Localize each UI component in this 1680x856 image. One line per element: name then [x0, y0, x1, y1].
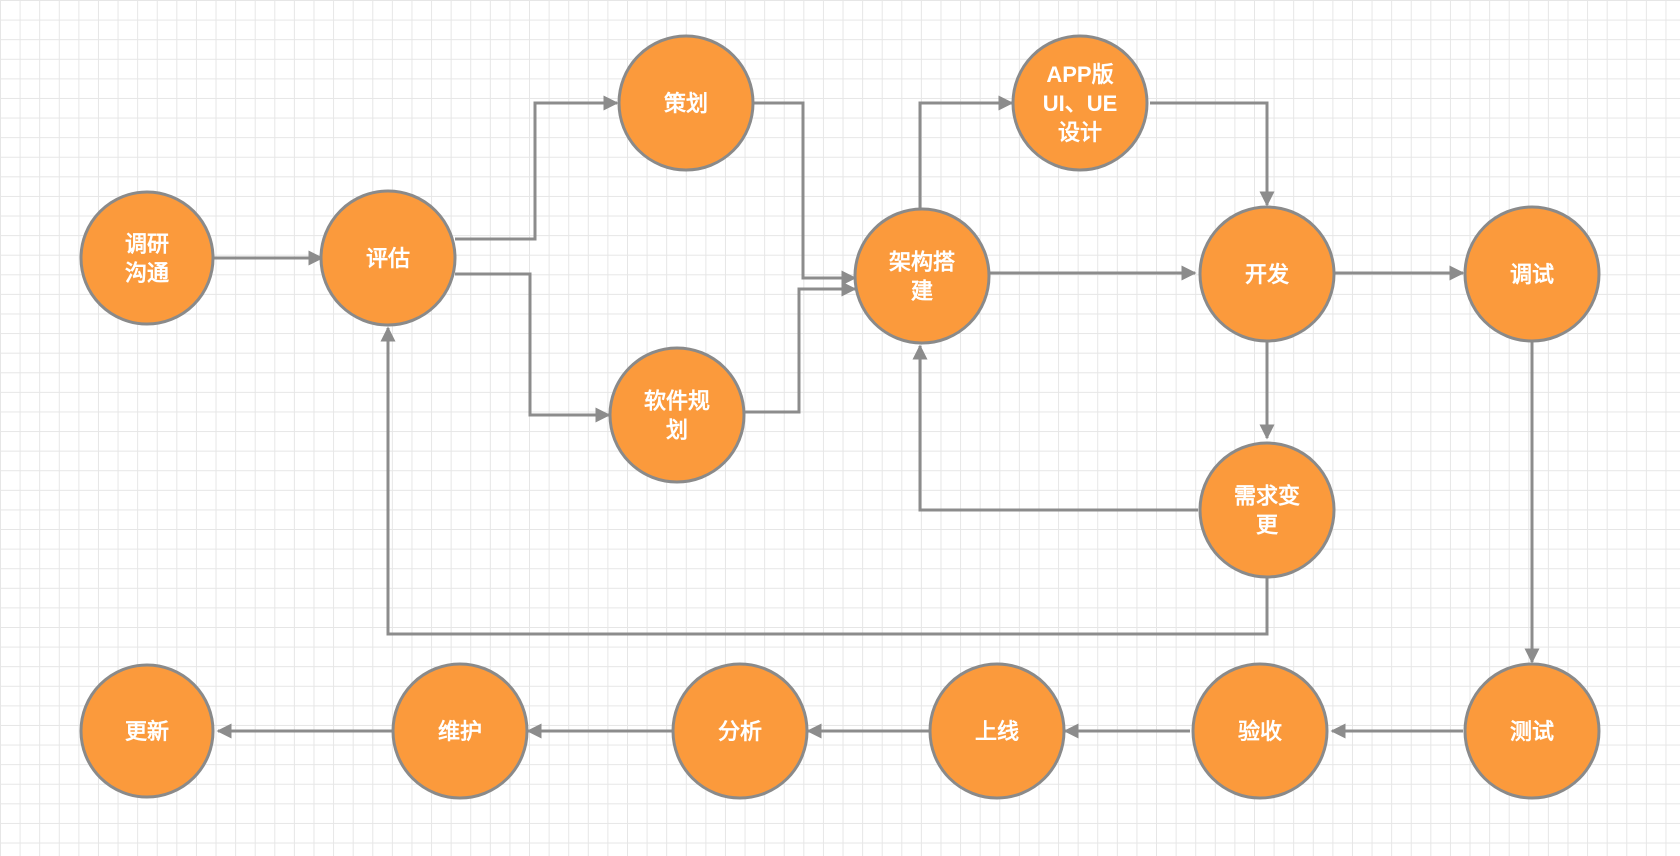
node-planning-circle [617, 34, 755, 172]
node-label-line: 维护 [438, 719, 482, 744]
node-research-circle [79, 190, 215, 326]
node-develop-circle [1198, 205, 1336, 343]
node-maintenance-circle [391, 662, 529, 800]
node-test[interactable]: 测试 [1463, 662, 1601, 800]
node-label-line: 更 [1256, 513, 1279, 538]
node-software-plan-label: 软件规划 [644, 389, 710, 443]
node-maintenance[interactable]: 维护 [391, 662, 529, 800]
node-architecture[interactable]: 架构搭建 [853, 207, 991, 345]
node-develop[interactable]: 开发 [1198, 205, 1336, 343]
node-change-request-circle [1198, 441, 1336, 579]
node-change-request-label: 需求变更 [1234, 484, 1300, 538]
node-app-design-circle [1011, 34, 1149, 172]
edge-planning-architecture [754, 101, 857, 286]
node-develop-label: 开发 [1245, 262, 1290, 287]
node-update-circle [79, 663, 215, 799]
node-label-line: 分析 [718, 719, 762, 744]
node-launch-circle [928, 662, 1066, 800]
node-debug-label: 调试 [1510, 262, 1554, 287]
node-label-line: 测试 [1510, 719, 1554, 744]
edges [200, 95, 1540, 739]
node-evaluate-label: 评估 [366, 246, 410, 271]
edge-software-plan-architecture [745, 281, 857, 414]
node-test-label: 测试 [1510, 719, 1554, 744]
edge-change-request-evaluate [380, 326, 1269, 636]
node-debug-circle [1463, 205, 1601, 343]
edge-evaluate-software-plan [455, 272, 611, 423]
node-label-line: APP版 [1046, 62, 1113, 87]
node-app-design[interactable]: APP版 UI、UE 设计 [1011, 34, 1149, 172]
node-label-line: 上线 [975, 719, 1019, 744]
node-evaluate-circle [319, 189, 457, 327]
node-analysis-label: 分析 [718, 719, 762, 744]
node-label-line: 架构搭 [889, 250, 956, 275]
node-acceptance-label: 验收 [1238, 719, 1282, 744]
node-acceptance[interactable]: 验收 [1191, 662, 1329, 800]
node-update-label: 更新 [125, 719, 169, 744]
node-label-line: 调试 [1510, 262, 1554, 287]
edge-architecture-app-design [918, 95, 1014, 208]
node-research[interactable]: 调研沟通 [79, 190, 215, 326]
node-maintenance-label: 维护 [438, 719, 482, 744]
node-app-design-label: APP版 UI、UE 设计 [1043, 62, 1118, 145]
node-label-line: 建 [911, 279, 933, 304]
node-debug[interactable]: 调试 [1463, 205, 1601, 343]
node-label-line: 软件规 [644, 389, 710, 414]
node-update[interactable]: 更新 [79, 663, 215, 799]
node-label-line: 需求变 [1234, 484, 1300, 509]
node-label-line: 策划 [664, 91, 708, 116]
node-evaluate[interactable]: 评估 [319, 189, 457, 327]
node-label-line: 设计 [1058, 120, 1102, 145]
node-change-request[interactable]: 需求变更 [1198, 441, 1336, 579]
node-planning[interactable]: 策划 [617, 34, 755, 172]
node-launch[interactable]: 上线 [928, 662, 1066, 800]
node-software-plan-circle [608, 346, 746, 484]
node-label-line: 调研 [125, 232, 169, 257]
edge-app-design-develop [1150, 101, 1275, 207]
node-analysis[interactable]: 分析 [671, 662, 809, 800]
node-software-plan[interactable]: 软件规划 [608, 346, 746, 484]
edge-evaluate-planning [455, 95, 619, 241]
node-label-line: 更新 [125, 719, 169, 744]
node-label-line: 验收 [1238, 719, 1282, 744]
node-research-label: 调研沟通 [125, 232, 169, 286]
node-label-line: UI、UE [1043, 91, 1118, 116]
node-label-line: 沟通 [125, 261, 169, 286]
nodes: 调研沟通 评估 策划 软件规划 架构搭建 APP版 UI、UE 设计 开发 调试 [79, 34, 1601, 800]
edge-change-request-architecture [912, 344, 1198, 512]
node-acceptance-circle [1191, 662, 1329, 800]
node-label-line: 划 [666, 418, 688, 443]
node-architecture-circle [853, 207, 991, 345]
node-architecture-label: 架构搭建 [889, 250, 956, 304]
node-label-line: 开发 [1245, 262, 1290, 287]
node-test-circle [1463, 662, 1601, 800]
node-label-line: 评估 [366, 246, 410, 271]
node-analysis-circle [671, 662, 809, 800]
node-planning-label: 策划 [664, 91, 708, 116]
node-launch-label: 上线 [975, 719, 1019, 744]
